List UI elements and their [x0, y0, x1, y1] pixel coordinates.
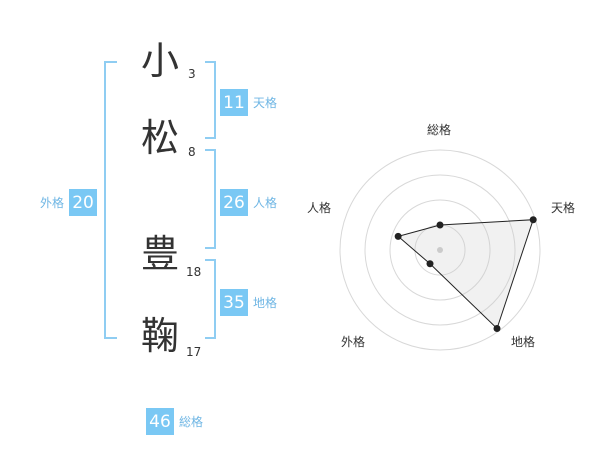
- soukaku: 46 総格: [146, 408, 203, 435]
- name-char-4: 鞠: [141, 314, 180, 358]
- radar-area: [397, 219, 534, 330]
- radar-point-0: [436, 221, 444, 229]
- radar-axis-label-soukaku: 総格: [427, 123, 452, 137]
- radar-axis-label-chikaku: 地格: [511, 335, 536, 349]
- name-char-2: 松: [141, 116, 180, 160]
- soukaku-value: 46: [146, 408, 174, 435]
- tenkaku-value: 11: [220, 89, 248, 116]
- name-char-1: 小: [141, 39, 180, 83]
- soukaku-label: 総格: [179, 415, 204, 429]
- name-char-3: 豊: [141, 232, 180, 276]
- radar-ring-3: [364, 174, 516, 326]
- radar-axis-label-gaikaku: 外格: [341, 335, 366, 349]
- chikaku-bracket: [205, 259, 216, 339]
- jinkaku-bracket: [205, 149, 216, 249]
- gaikaku-value: 20: [69, 189, 98, 216]
- chikaku-value: 35: [220, 289, 248, 316]
- radar-point-4: [394, 232, 402, 240]
- gaikaku-bracket: [104, 61, 117, 339]
- jinkaku-value: 26: [220, 189, 248, 216]
- jinkaku: 26 人格: [220, 189, 277, 216]
- radar-point-1: [529, 216, 537, 224]
- radar-axis-label-jinkaku: 人格: [307, 201, 332, 215]
- jinkaku-label: 人格: [253, 196, 278, 210]
- stroke-count-3: 18: [186, 265, 202, 279]
- gaikaku: 外格 20: [40, 189, 98, 216]
- radar-grid: [339, 149, 541, 351]
- stroke-count-4: 17: [186, 345, 202, 359]
- radar-axis-label-tenkaku: 天格: [551, 201, 576, 215]
- stroke-count-2: 8: [188, 145, 196, 159]
- tenkaku: 11 天格: [220, 89, 277, 116]
- radar-point-2: [493, 324, 501, 332]
- gaikaku-label: 外格: [40, 196, 65, 210]
- radar-point-3: [426, 260, 434, 268]
- tenkaku-bracket: [205, 61, 216, 139]
- stroke-count-1: 3: [188, 67, 196, 81]
- radar-center: [437, 247, 443, 253]
- chikaku-label: 地格: [253, 296, 278, 310]
- radar-ring-4: [339, 149, 541, 351]
- chikaku: 35 地格: [220, 289, 277, 316]
- tenkaku-label: 天格: [253, 96, 278, 110]
- radar-points: [394, 216, 537, 332]
- radar-ring-2: [389, 199, 491, 301]
